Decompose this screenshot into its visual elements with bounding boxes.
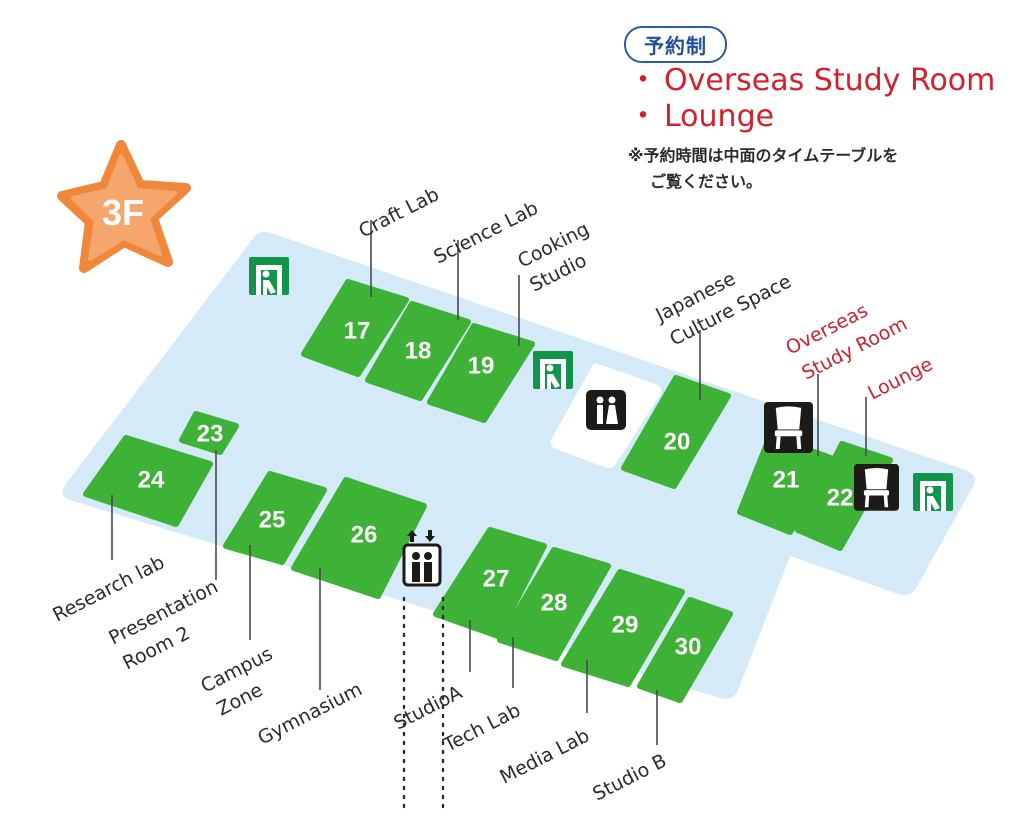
bullet: ・ — [628, 63, 658, 98]
information-icon — [249, 257, 289, 295]
note-line-2: ご覧ください。 — [650, 172, 763, 191]
room-number: 20 — [664, 429, 691, 456]
room-number: 24 — [138, 467, 165, 494]
room-shape[interactable] — [223, 471, 327, 565]
room-shape[interactable] — [301, 279, 409, 377]
room-name: Media Lab — [496, 725, 593, 789]
room-27[interactable]: 27 — [433, 527, 547, 639]
legend-label: Lounge — [664, 99, 775, 134]
room-number: 30 — [675, 634, 702, 661]
room-name: Craft Lab — [355, 183, 442, 242]
room-24[interactable]: 24 — [83, 435, 213, 527]
room-name: Lounge — [864, 353, 936, 404]
room-28[interactable]: 28 — [497, 547, 611, 661]
information-icon — [913, 473, 953, 511]
room-shape[interactable] — [433, 527, 547, 639]
legend-item-overseas-study-room: ・Overseas Study Room — [628, 63, 995, 99]
room-21[interactable]: 21 — [737, 433, 839, 535]
room-shape[interactable] — [621, 375, 731, 489]
room-number: 26 — [351, 522, 378, 549]
reservation-note: ※予約時間は中面のタイムテーブルを ご覧ください。 — [628, 143, 995, 195]
room-number: 23 — [197, 421, 224, 448]
room-number: 22 — [827, 485, 854, 512]
room-17[interactable]: 17 — [301, 279, 409, 377]
room-name: StudioA — [390, 681, 465, 734]
legend-item-lounge: ・Lounge — [628, 99, 995, 135]
room-name: Gymnasium — [254, 678, 365, 749]
room-19[interactable]: 19 — [427, 323, 535, 423]
room-shape[interactable] — [179, 411, 239, 455]
room-shape[interactable] — [561, 569, 685, 687]
room-number: 25 — [259, 507, 286, 534]
room-label-27: StudioA — [390, 620, 471, 734]
reservation-badge: 予約制 — [624, 26, 727, 63]
note-line-1: ※予約時間は中面のタイムテーブルを — [628, 146, 899, 165]
restroom-icon — [586, 390, 626, 430]
room-30[interactable]: 30 — [637, 597, 733, 703]
room-shape[interactable] — [497, 547, 611, 661]
room-18[interactable]: 18 — [365, 301, 471, 401]
floor-area — [62, 231, 975, 699]
room-25[interactable]: 25 — [223, 471, 327, 565]
floor-label: 3F — [102, 192, 144, 233]
room-shape[interactable] — [365, 301, 471, 401]
chair-icon — [854, 464, 899, 511]
room-number: 18 — [405, 338, 432, 365]
chair-icon — [764, 402, 813, 453]
room-shape[interactable] — [291, 477, 427, 599]
room-29[interactable]: 29 — [561, 569, 685, 687]
elevator-icon — [402, 530, 442, 587]
room-shape[interactable] — [737, 433, 839, 535]
room-shape[interactable] — [637, 597, 733, 703]
room-26[interactable]: 26 — [291, 477, 427, 599]
information-icon — [533, 351, 573, 389]
room-number: 17 — [344, 318, 371, 345]
floor-level-badge: 3F — [57, 140, 191, 273]
room-23[interactable]: 23 — [179, 411, 239, 455]
room-name: Studio B — [589, 750, 670, 806]
room-shape[interactable] — [427, 323, 535, 423]
room-number: 19 — [468, 353, 495, 380]
room-label-30: Studio B — [589, 690, 670, 805]
room-number: 28 — [541, 590, 568, 617]
room-20[interactable]: 20 — [621, 375, 731, 489]
bullet: ・ — [628, 99, 658, 134]
room-number: 29 — [612, 612, 639, 639]
room-shape[interactable] — [83, 435, 213, 527]
room-number: 21 — [773, 467, 800, 494]
legend-label: Overseas Study Room — [664, 63, 996, 98]
reservation-legend: 予約制 ・Overseas Study Room ・Lounge ※予約時間は中… — [600, 26, 995, 195]
room-number: 27 — [483, 566, 510, 593]
